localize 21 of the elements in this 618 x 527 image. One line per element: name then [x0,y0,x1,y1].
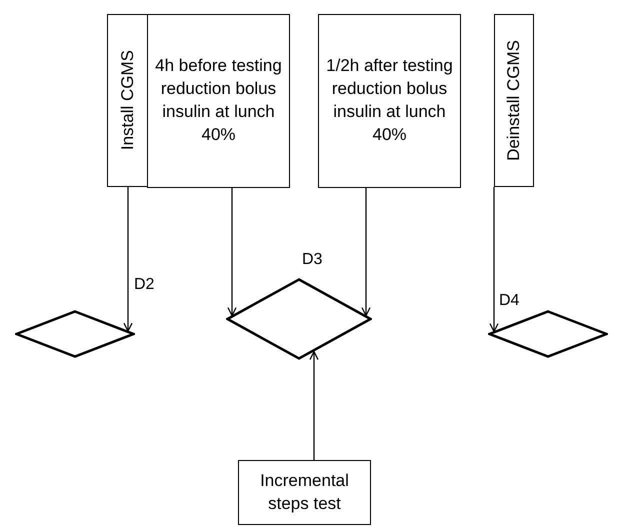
process-box [238,460,371,525]
arrow [361,188,371,316]
decision-diamond [488,310,608,358]
arrow [227,188,237,316]
box-text: 4h before testing reduction bolus insulin at lunch 40% [154,55,283,146]
diamond-label: D2 [134,275,154,295]
diamond-label: D3 [302,250,322,270]
arrow [309,350,319,460]
process-box [107,14,149,187]
process-box [318,14,461,188]
box-text: Install CGMS [117,50,138,151]
arrow [489,187,499,332]
box-text: Incremental steps test [259,470,350,514]
arrow [123,187,133,332]
box-text: Deinstall CGMS [503,40,524,161]
process-box [147,14,290,188]
box-text: 1/2h after testing reduction bolus insulin at lunch 40% [325,55,454,146]
decision-diamond [226,278,372,360]
decision-diamond [15,310,135,358]
process-box [494,14,534,187]
diamond-label: D4 [499,291,520,311]
